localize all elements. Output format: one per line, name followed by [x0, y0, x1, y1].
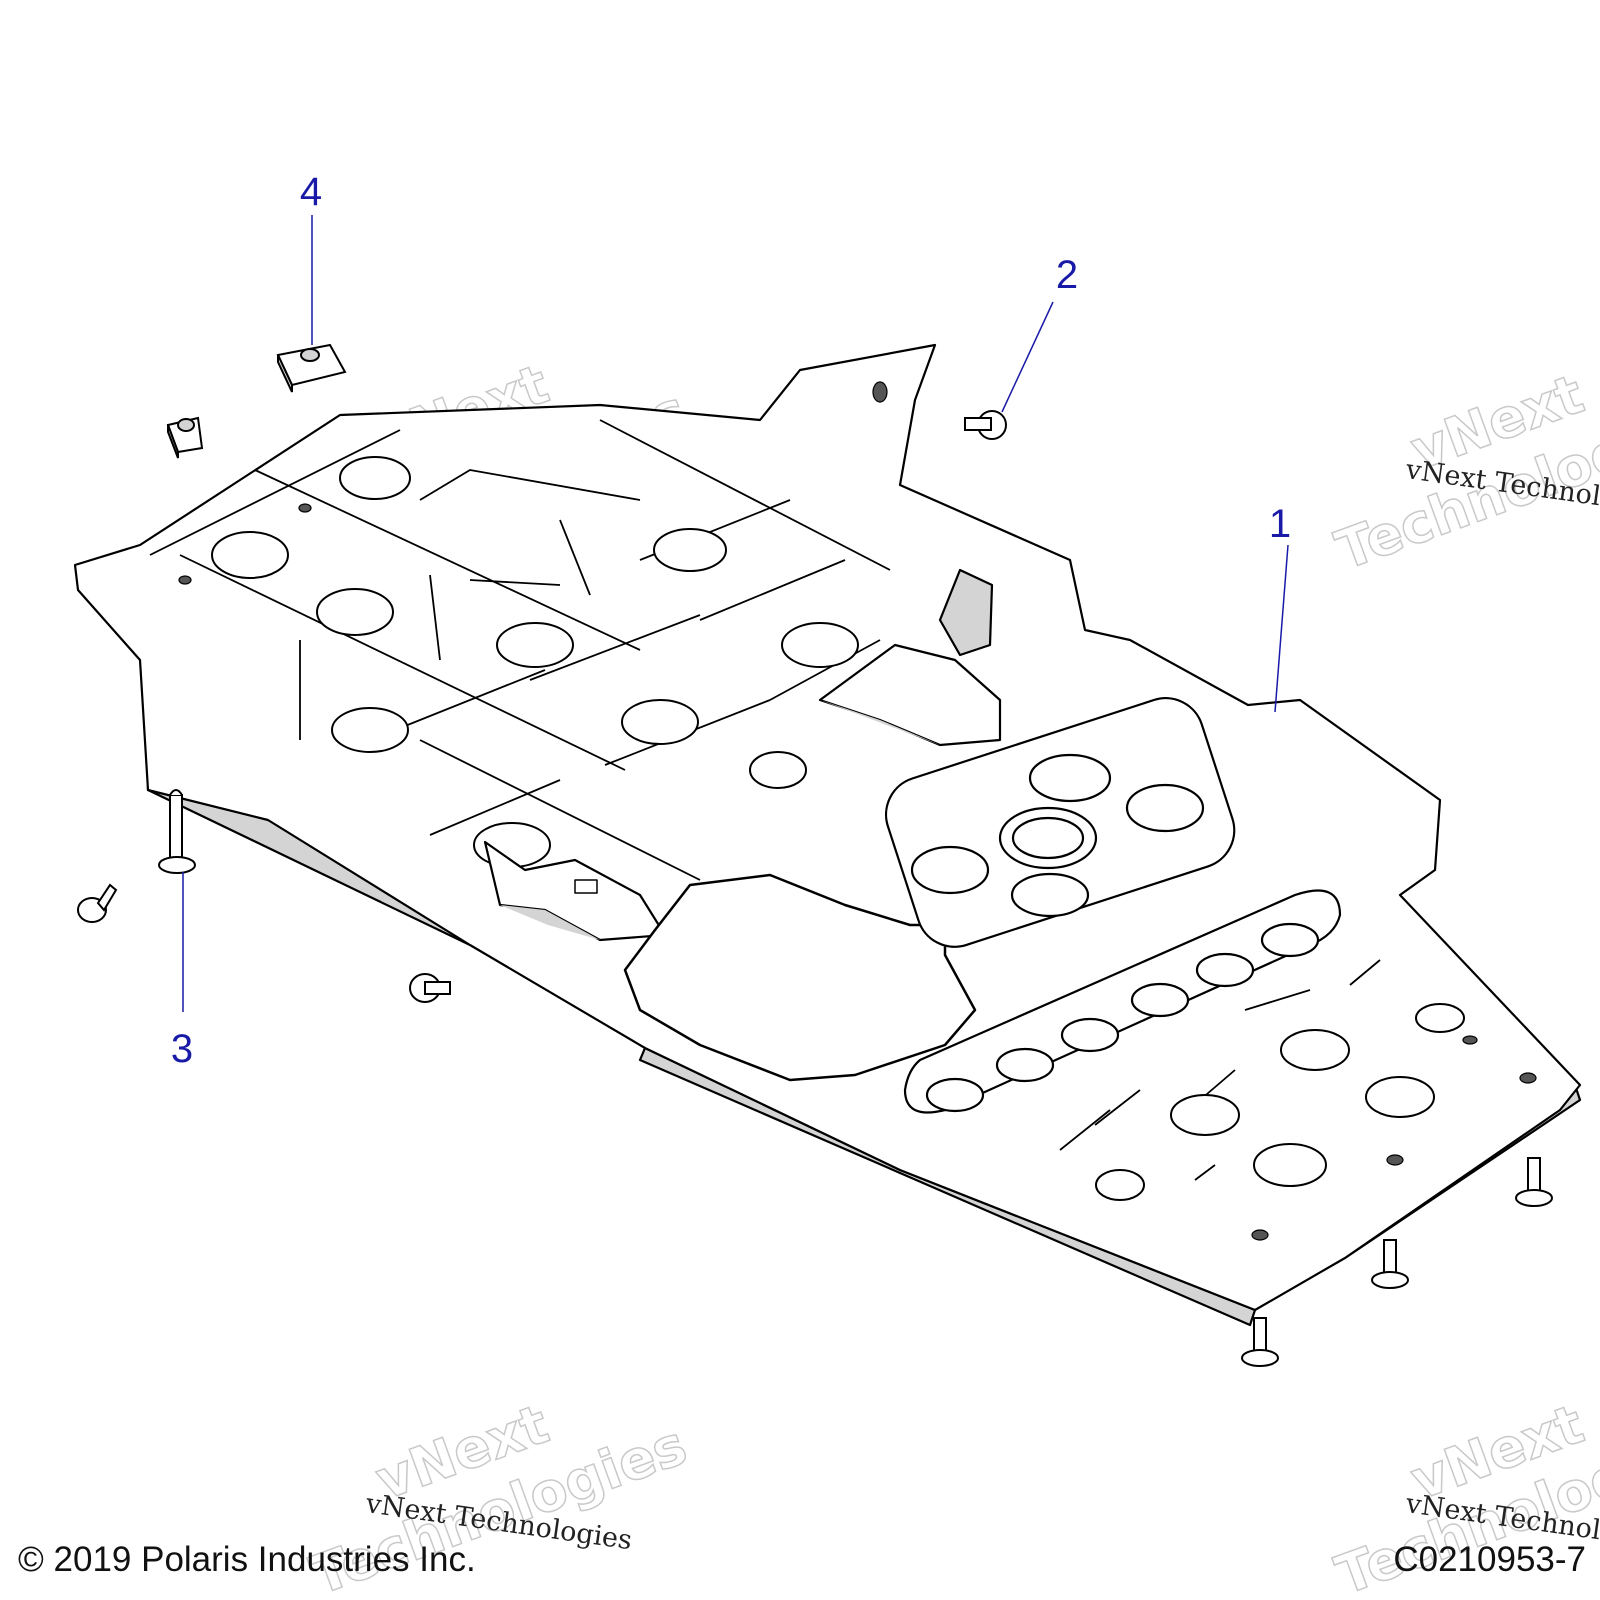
callout-3: 3	[171, 872, 193, 1071]
raised-rail	[903, 889, 1342, 1114]
rivet-far-left	[77, 883, 118, 923]
j-nut-1	[276, 343, 347, 393]
rivet-top-right	[964, 410, 1007, 440]
rivet-group	[77, 410, 1553, 1367]
push-pin-right-1	[1515, 1157, 1553, 1207]
callout-2-label: 2	[1056, 253, 1078, 297]
copyright-notice: © 2019 Polaris Industries Inc.	[18, 1540, 476, 1579]
callout-2: 2	[1001, 253, 1078, 413]
callout-1: 1	[1269, 502, 1291, 713]
drawing-number: C0210953-7	[1393, 1540, 1586, 1579]
raised-grid-center	[884, 697, 1236, 948]
access-opening	[623, 873, 977, 1082]
tab-upright	[938, 568, 994, 657]
push-pin-left	[158, 789, 196, 874]
skid-plate-ribs	[149, 419, 1381, 1181]
skid-plate	[73, 343, 1582, 1327]
rivet-bottom-center	[409, 973, 451, 1003]
push-pin-right-2	[1371, 1239, 1409, 1289]
push-pin-right-3	[1241, 1317, 1279, 1367]
watermark-top-right: vNext Technologies vNext Technologies	[1327, 361, 1600, 582]
callout-3-label: 3	[171, 1027, 193, 1071]
callout-1-label: 1	[1269, 502, 1291, 546]
j-nut-2	[166, 416, 204, 459]
skid-plate-outline	[73, 343, 1582, 1312]
callout-4-label: 4	[300, 170, 322, 214]
callout-4: 4	[300, 170, 322, 345]
skid-plate-holes	[211, 456, 1465, 1201]
